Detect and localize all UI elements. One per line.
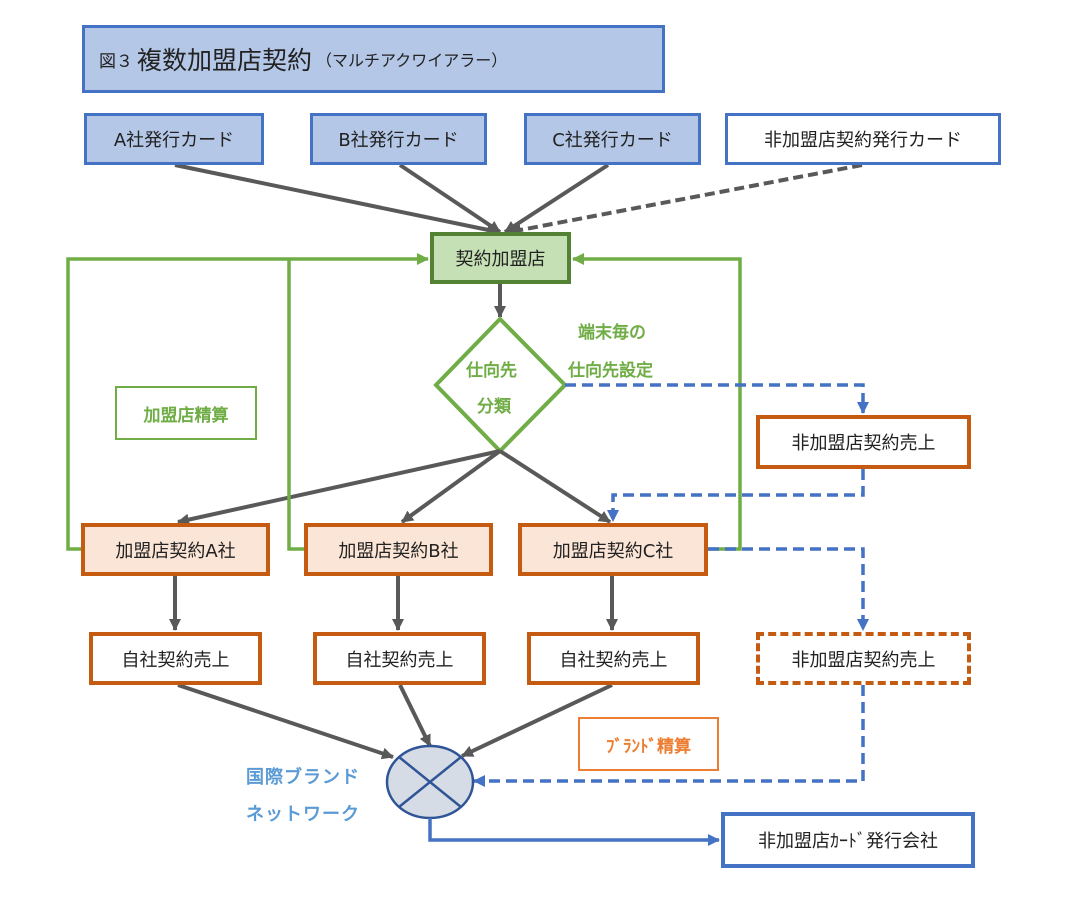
card-c-node: C社発行カード <box>524 113 701 165</box>
card-b-node: B社発行カード <box>310 113 487 165</box>
contract-merchant-node: 契約加盟店 <box>430 232 571 284</box>
acquirer-b-node: 加盟店契約B社 <box>304 523 493 576</box>
network-label-line2: ネットワーク <box>246 804 360 825</box>
terminal-setting-note-line2: 仕向先設定 <box>568 361 653 381</box>
nonmember-issuer-node: 非加盟店ｶｰﾄﾞ発行会社 <box>721 812 975 868</box>
nonmember-card-node: 非加盟店契約発行カード <box>725 113 1001 165</box>
acquirer-a-node: 加盟店契約A社 <box>81 523 270 576</box>
arrow-sales-b-to-network <box>398 684 432 747</box>
nonmember-sales-node-1: 非加盟店契約売上 <box>756 415 971 469</box>
figure-number: 図３ <box>99 51 133 72</box>
arrow-sales-c-to-network <box>461 683 613 758</box>
arrow-routing-to-acquirer-c <box>498 449 612 524</box>
arrow-card-a-to-merchant <box>174 163 499 236</box>
arrow-sales-a-to-network <box>177 683 394 760</box>
settlement-line-acquirer-a <box>66 253 429 551</box>
dashed-route-nonmember-sales-to-network <box>473 685 865 787</box>
dashed-route-to-nonmember-sales <box>565 383 869 414</box>
own-sales-b-node: 自社契約売上 <box>313 632 486 685</box>
figure-title-sub: （マルチアクワイアラー） <box>316 51 508 70</box>
own-sales-a-node: 自社契約売上 <box>89 632 262 685</box>
settlement-line-acquirer-b <box>287 259 304 551</box>
routing-decision-diamond <box>433 316 568 454</box>
arrow-routing-to-acquirer-b <box>400 449 502 524</box>
terminal-setting-note-line1: 端末毎の <box>578 323 646 343</box>
arrow-card-c-to-merchant <box>503 163 610 234</box>
dashed-route-nonmember-to-acquirer-c <box>607 469 865 522</box>
settlement-line-acquirer-c <box>572 253 742 551</box>
arrow-card-b-to-merchant <box>398 163 502 234</box>
routing-label-line1: 仕向先 <box>466 361 517 381</box>
nonmember-sales-node-2: 非加盟店契約売上 <box>756 632 971 685</box>
figure-title-main: 複数加盟店契約 <box>137 46 313 75</box>
acquirer-c-node: 加盟店契約C社 <box>518 523 708 576</box>
merchant-settlement-label: 加盟店精算 <box>115 386 257 440</box>
arrow-nonmember-card-to-merchant <box>509 163 863 236</box>
routing-label-line2: 分類 <box>477 397 511 417</box>
brand-settlement-label: ﾌﾞﾗﾝﾄﾞ精算 <box>578 717 719 771</box>
network-cross-line-2 <box>398 756 462 808</box>
arrow-network-to-nonmember-issuer <box>428 818 720 846</box>
own-sales-c-node: 自社契約売上 <box>527 632 700 685</box>
figure-title: 図３ 複数加盟店契約 （マルチアクワイアラー） <box>82 25 665 93</box>
dashed-route-acquirer-c-to-nonmember-sales <box>708 547 869 631</box>
network-label-line1: 国際ブランド <box>246 767 360 788</box>
arrow-routing-to-acquirer-a <box>177 449 501 526</box>
card-a-node: A社発行カード <box>84 113 264 165</box>
